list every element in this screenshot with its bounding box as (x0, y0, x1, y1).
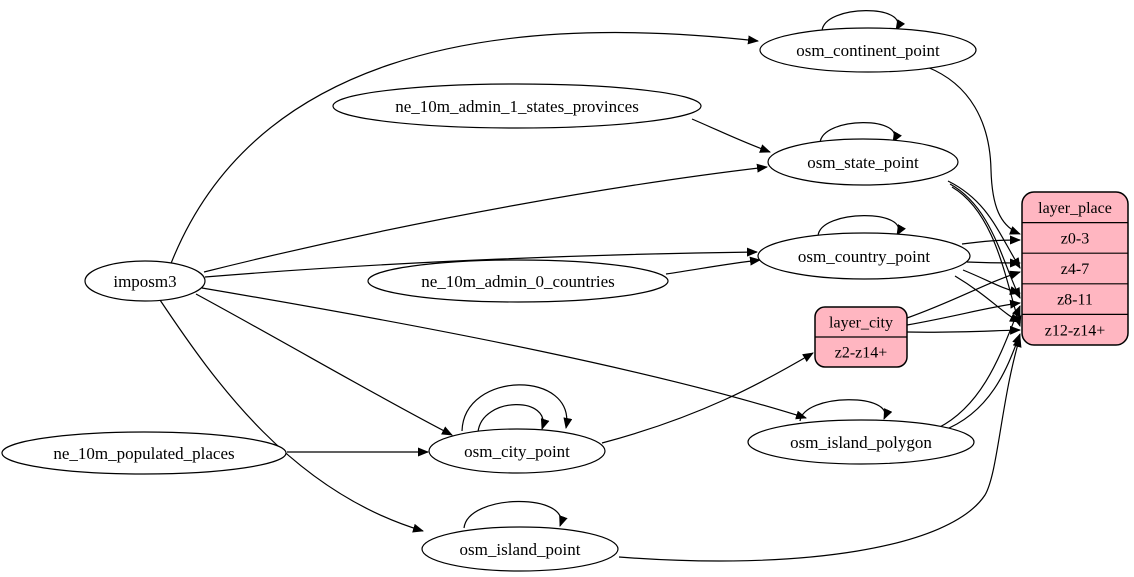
edge-osm_continent_point-to-layer_place:z0-3 (926, 66, 1021, 235)
edge-osm_island_polygon-to-layer_place:z12-z14+ (941, 333, 1021, 432)
edge-layer_city:z2-z14+-to-layer_place:z8-11 (906, 299, 1021, 326)
node-imposm3-label: imposm3 (113, 272, 176, 291)
record-row-layer_place-z0-3: z0-3 (1061, 231, 1089, 248)
node-layer_place-shape (1021, 191, 1129, 346)
edge-ne_10m_admin_0_countries-to-osm_country_point (665, 256, 761, 275)
node-osm_island_point: osm_island_point (421, 526, 619, 572)
edge-osm_state_point-to-layer_place:z4-7 (947, 180, 1021, 269)
node-osm_state_point-shape (767, 138, 959, 186)
node-imposm3-shape (84, 260, 206, 302)
edge-ne_10m_admin_1_states_provinces-to-osm_state_point (691, 118, 771, 153)
edge-osm_island_point-to-osm_island_point-self-15 (463, 500, 568, 529)
node-ne_10m_admin_1_states_provinces-shape (332, 83, 702, 129)
edge-imposm3-to-osm_state_point (203, 163, 768, 273)
edge-osm_country_point-to-layer_place:z0-3 (961, 235, 1021, 245)
node-ne_10m_populated_places-label: ne_10m_populated_places (53, 444, 234, 463)
edge-osm_city_point-to-osm_city_point-self-13 (461, 384, 573, 432)
node-osm_continent_point-shape (759, 27, 977, 73)
node-osm_island_polygon: osm_island_polygon (747, 419, 975, 465)
node-ne_10m_admin_0_countries-label: ne_10m_admin_0_countries (421, 272, 615, 291)
edge-osm_country_point-to-osm_country_point-self-11 (817, 215, 906, 237)
edge-imposm3-to-osm_city_point (195, 293, 453, 436)
edge-imposm3-to-osm_island_polygon (201, 287, 807, 420)
edge-osm_country_point-to-layer_place:z12-z14+ (954, 275, 1021, 323)
edge-osm_island_polygon-to-layer_place:z8-11 (937, 305, 1021, 429)
node-ne_10m_populated_places-shape (1, 431, 287, 475)
node-osm_island_point-shape (421, 526, 619, 572)
node-layer_place: layer_place z0-3 z4-7 z8-11 z12-z14+ (1021, 191, 1129, 346)
node-osm_state_point: osm_state_point (767, 138, 959, 186)
edge-osm_country_point-to-layer_place:z8-11 (962, 269, 1021, 295)
node-ne_10m_admin_1_states_provinces-label: ne_10m_admin_1_states_provinces (395, 97, 639, 116)
node-osm_island_point-label: osm_island_point (460, 540, 581, 559)
node-osm_country_point-label: osm_country_point (798, 247, 930, 266)
edge-osm_city_point-to-osm_city_point-self-12 (477, 404, 550, 433)
node-osm_continent_point: osm_continent_point (759, 27, 977, 73)
node-ne_10m_admin_0_countries: ne_10m_admin_0_countries (367, 259, 669, 303)
edge-layer_city:z2-z14+-to-layer_place:z4-7 (906, 270, 1021, 319)
edge-layer_city:z2-z14+-to-layer_place:z12-z14+ (906, 325, 1021, 335)
node-osm_city_point-label: osm_city_point (464, 442, 570, 461)
node-ne_10m_populated_places: ne_10m_populated_places (1, 431, 287, 475)
node-osm_city_point-shape (428, 428, 606, 474)
edge-imposm3-to-osm_island_point (159, 299, 424, 533)
record-row-layer_city-z2-z14+: z2-z14+ (835, 345, 888, 362)
node-ne_10m_admin_1_states_provinces: ne_10m_admin_1_states_provinces (332, 83, 702, 129)
edge-osm_state_point-to-layer_place:z8-11 (949, 183, 1021, 299)
record-row-layer_place-z8-11: z8-11 (1057, 292, 1093, 309)
record-row-layer_city-layer_city: layer_city (829, 315, 893, 332)
edge-imposm3-to-osm_continent_point (169, 31, 759, 267)
node-osm_country_point-shape (757, 232, 971, 280)
record-row-layer_place-z12-z14+: z12-z14+ (1045, 322, 1106, 339)
node-osm_city_point: osm_city_point (428, 428, 606, 474)
node-osm_island_polygon-label: osm_island_polygon (790, 433, 932, 452)
edge-osm_island_point-to-layer_place:z12-z14+ (618, 336, 1022, 562)
edge-osm_island_polygon-to-osm_island_polygon-self-14 (799, 399, 893, 422)
edge-osm_country_point-to-layer_place:z4-7 (966, 258, 1021, 268)
edge-osm_city_point-to-layer_city:z2-z14+ (601, 352, 814, 444)
node-ne_10m_admin_0_countries-shape (367, 259, 669, 303)
node-osm_country_point: osm_country_point (757, 232, 971, 280)
node-osm_state_point-label: osm_state_point (807, 153, 919, 172)
edge-osm_state_point-to-osm_state_point-self-10 (819, 122, 902, 144)
edge-imposm3-to-osm_country_point (204, 247, 758, 278)
record-row-layer_place-layer_place: layer_place (1038, 200, 1112, 217)
node-layer_city: layer_city z2-z14+ (814, 306, 908, 368)
node-osm_island_polygon-shape (747, 419, 975, 465)
node-imposm3: imposm3 (84, 260, 206, 302)
record-row-layer_place-z4-7: z4-7 (1061, 261, 1089, 278)
node-osm_continent_point-label: osm_continent_point (796, 41, 940, 60)
edge-osm_continent_point-to-osm_continent_point-self-9 (821, 10, 906, 32)
